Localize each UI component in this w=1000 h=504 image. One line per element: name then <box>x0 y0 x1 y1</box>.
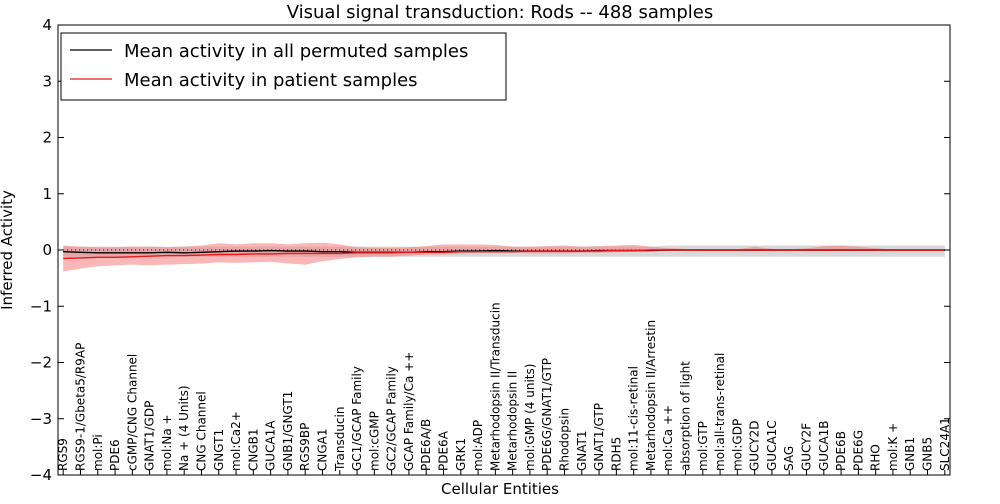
x-tick-label: Metarhodopsin II/Transducin <box>488 302 502 471</box>
x-tick-label: RHO <box>869 444 883 471</box>
x-tick-label: mol:K + <box>886 423 900 471</box>
x-tick-label: GNAT1/GTP <box>592 403 606 471</box>
x-tick-label: mol:11-cis-retinal <box>627 366 641 471</box>
x-tick-label: GNAT1/GDP <box>143 401 157 471</box>
x-tick-label: GC2/GCAP Family <box>385 366 399 471</box>
y-tick-label: 3 <box>42 72 52 90</box>
series-lines <box>63 249 945 260</box>
x-tick-label: GNB1/GNGT1 <box>281 391 295 471</box>
x-tick-label: mol:GDP <box>730 419 744 471</box>
x-tick-label: GNGT1 <box>212 429 226 471</box>
chart-title: Visual signal transduction: Rods -- 488 … <box>287 2 714 23</box>
legend-label-patient: Mean activity in patient samples <box>124 70 418 91</box>
y-tick-label: −2 <box>30 354 52 372</box>
confidence-bands <box>63 242 945 272</box>
legend: Mean activity in all permuted samples Me… <box>60 32 507 101</box>
x-tick-label: mol:all-trans-retinal <box>713 353 727 471</box>
x-tick-label: PDE6A/B <box>419 419 433 471</box>
x-tick-label: Metarhodopsin II/Arrestin <box>644 320 658 471</box>
y-axis-ticks: −4 −3 −2 −1 0 1 2 3 4 <box>30 16 950 484</box>
x-tick-label: GUCA1A <box>264 420 278 471</box>
x-tick-label: mol:GMP (4 units) <box>523 364 537 471</box>
x-tick-label: mol:Ca ++ <box>661 405 675 471</box>
y-tick-label: 0 <box>42 241 52 259</box>
y-axis-label: Inferred Activity <box>0 190 16 310</box>
x-tick-label: GNB5 <box>921 437 935 471</box>
x-tick-label: RGS9BP <box>298 423 312 471</box>
series-line-1 <box>63 249 945 260</box>
x-tick-label: Transducin <box>333 407 347 472</box>
x-tick-label: mol:GTP <box>696 421 710 471</box>
x-tick-label: SAG <box>782 446 796 471</box>
y-tick-label: −4 <box>30 466 52 484</box>
x-tick-label: RGS9-1/Gbeta5/R9AP <box>74 343 88 471</box>
x-tick-label: absorption of light <box>679 361 693 471</box>
x-tick-label: PDE6G/GNAT1/GTP <box>540 358 554 471</box>
x-tick-label: PDE6A <box>437 430 451 471</box>
y-tick-label: −1 <box>30 297 52 315</box>
x-tick-label: CNGB1 <box>246 428 260 471</box>
plot-frame <box>57 24 951 476</box>
x-tick-label: Metarhodopsin II <box>506 371 520 471</box>
y-tick-label: 4 <box>42 16 52 34</box>
x-tick-label: mol:Na + <box>160 414 174 471</box>
x-tick-label: GUCA1B <box>817 420 831 471</box>
x-axis-label: Cellular Entities <box>441 480 559 498</box>
x-tick-label: PDE6G <box>851 430 865 471</box>
x-tick-label: mol:cGMP <box>367 411 381 471</box>
x-tick-label: CNGA1 <box>316 429 330 472</box>
y-tick-label: 2 <box>42 129 52 147</box>
y-tick-label: −3 <box>30 410 52 428</box>
x-tick-label: CNG Channel <box>195 391 209 471</box>
x-tick-label: GC1/GCAP Family <box>350 366 364 471</box>
x-tick-label: GCAP Family/Ca ++ <box>402 352 416 471</box>
x-tick-label: GUCY2D <box>748 421 762 471</box>
x-tick-label: mol:ADP <box>471 420 485 471</box>
x-tick-label: RGS9 <box>56 438 70 471</box>
x-tick-label: cGMP/CNG Channel <box>125 354 139 471</box>
x-tick-label: PDE6 <box>108 439 122 471</box>
x-tick-label: mol:Ca2+ <box>229 411 243 471</box>
x-tick-label: GNAT1 <box>575 430 589 471</box>
x-tick-label: Na + (4 Units) <box>177 385 191 471</box>
x-tick-label: GUCY2F <box>800 423 814 471</box>
legend-label-permuted: Mean activity in all permuted samples <box>124 41 468 62</box>
x-tick-label: SLC24A1 <box>938 417 952 471</box>
y-tick-label: 1 <box>42 185 52 203</box>
x-tick-label: RDH5 <box>609 437 623 471</box>
x-tick-label: GUCA1C <box>765 420 779 471</box>
x-tick-label: Rhodopsin <box>558 408 572 471</box>
x-tick-label: PDE6B <box>834 431 848 471</box>
legend-box <box>60 32 507 101</box>
x-tick-label: mol:Pi <box>91 434 105 471</box>
x-tick-label: GRK1 <box>454 438 468 471</box>
x-tick-label: GNB1 <box>903 437 917 471</box>
